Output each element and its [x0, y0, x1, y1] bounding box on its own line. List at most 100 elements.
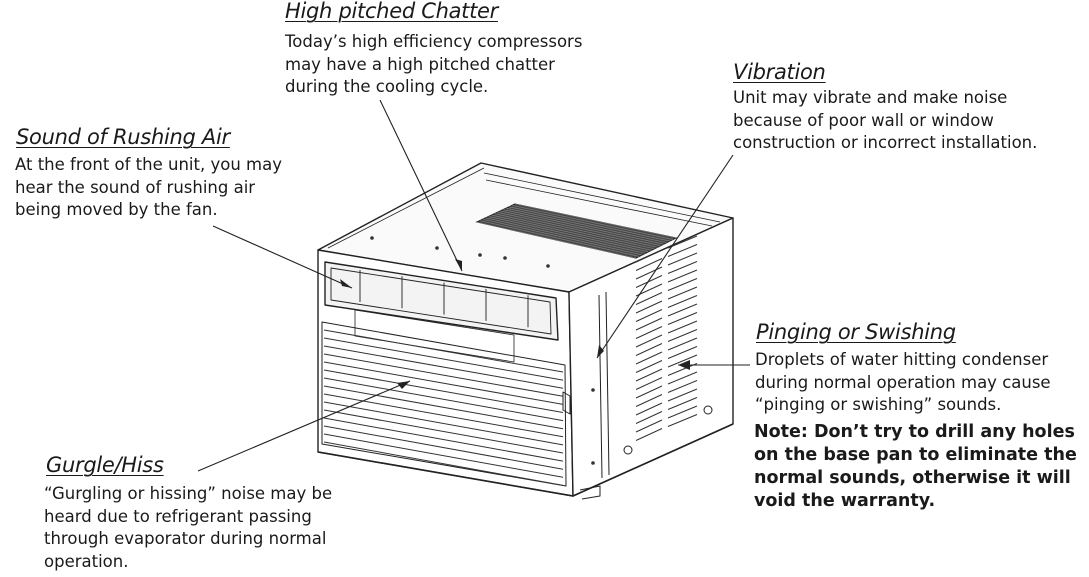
top-vent-slat: [476, 221, 637, 259]
grille-slat: [323, 417, 564, 462]
top-vent-slat: [482, 218, 643, 256]
gurgle-line: through evaporator during normal: [44, 529, 327, 548]
grille-slat: [323, 441, 564, 486]
side-vent-slat: [667, 397, 698, 410]
side-vent-slat: [667, 286, 698, 300]
pinging-title: Pinging or Swishing: [756, 320, 956, 344]
vibration-title: Vibration: [733, 60, 826, 84]
chatter-line: may have a high pitched chatter: [285, 54, 555, 74]
front-vent-frame: [324, 261, 559, 341]
side-vent-slat: [667, 235, 698, 249]
rushing-air-title: Sound of Rushing Air: [16, 125, 230, 149]
gurgle-line: heard due to refrigerant passing: [44, 506, 312, 526]
side-vent-slat: [667, 405, 698, 419]
grille-slat: [323, 361, 564, 405]
pinging-text: Droplets of water hitting condenser duri…: [755, 349, 1051, 417]
side-vent-slat: [635, 394, 663, 407]
gurgle-line: operation.: [44, 551, 129, 571]
grille-slat: [323, 329, 564, 373]
vibration-line: construction or incorrect installation.: [733, 133, 1038, 152]
side-vent-slat: [635, 275, 663, 288]
top-vent-slat: [500, 210, 661, 246]
side-vent-slat: [667, 380, 698, 393]
vibration-line: Unit may vibrate and make noise: [733, 88, 1008, 107]
top-vent-slat: [488, 216, 649, 253]
side-vent-slat: [667, 244, 698, 257]
side-vent-slat: [667, 346, 698, 359]
rushing-air-text: At the front of the unit, you may hear t…: [15, 154, 282, 222]
side-vent-slat: [635, 292, 663, 305]
pinging-line: Droplets of water hitting condenser: [755, 350, 1049, 369]
vibration-leader-line: [596, 154, 734, 359]
side-vent-slat: [635, 258, 663, 271]
pinging-line: during normal operation may cause: [755, 372, 1051, 392]
side-vent-slat: [667, 388, 698, 402]
grille-slat: [323, 401, 564, 446]
chatter-text: Today’s high efficiency compressors may …: [285, 31, 582, 99]
side-vent-slat: [635, 368, 663, 382]
top-vent-slat: [512, 205, 673, 240]
top-vent-slat: [503, 209, 664, 245]
rushing-air-leader-line: [212, 225, 353, 289]
side-vent-slat: [667, 354, 698, 368]
note-line: void the warranty.: [754, 491, 936, 511]
side-vent-slat: [667, 414, 698, 427]
side-vent-slat: [667, 261, 698, 274]
pinging-line: “pinging or swishing” sounds.: [755, 395, 1002, 414]
side-vent-slat: [667, 252, 698, 266]
side-vent-slat: [635, 343, 663, 356]
top-vent-slat: [485, 217, 646, 254]
side-vent-slat: [667, 329, 698, 342]
side-vent-slat: [635, 334, 663, 348]
side-vent-slat: [635, 402, 663, 416]
grille-slat: [323, 433, 564, 478]
top-vent-slat: [514, 203, 677, 239]
side-vent-slat: [667, 303, 698, 317]
warranty-note: Note: Don’t try to drill any holes on th…: [754, 421, 1077, 513]
grille-slat: [323, 353, 564, 397]
side-vent-slat: [635, 360, 663, 373]
side-vent-slat: [667, 337, 698, 351]
side-vent-slat: [635, 428, 663, 441]
chatter-leader-line: [379, 99, 463, 272]
top-vent-slat: [491, 214, 652, 251]
side-vent-slat: [635, 385, 663, 399]
side-vent-slat: [667, 320, 698, 334]
top-vent-slat: [509, 206, 670, 242]
note-line: Note: Don’t try to drill any holes: [754, 422, 1075, 442]
side-vent-slat: [667, 371, 698, 385]
chatter-title: High pitched Chatter: [285, 0, 498, 23]
side-vent-slat: [667, 295, 698, 308]
gurgle-text: “Gurgling or hissing” noise may be heard…: [44, 483, 332, 573]
grille-slat: [323, 409, 564, 454]
top-vent-slat: [497, 212, 658, 248]
grille-slat: [323, 345, 564, 389]
side-vent-slat: [635, 351, 663, 365]
grille-slat: [323, 377, 564, 422]
rushing-air-line: hear the sound of rushing air: [15, 177, 256, 197]
vibration-line: because of poor wall or window: [733, 110, 994, 130]
side-vent-slat: [635, 411, 663, 424]
note-line: on the base pan to eliminate the: [754, 445, 1077, 465]
side-vent-slat: [667, 312, 698, 325]
top-vent-slat: [506, 207, 667, 243]
side-vent-slat: [635, 266, 663, 280]
side-vent-slat: [635, 300, 663, 314]
side-vent-slat: [667, 269, 698, 283]
grille-slat: [323, 385, 564, 430]
gurgle-title: Gurgle/Hiss: [46, 453, 164, 477]
vibration-text: Unit may vibrate and make noise because …: [733, 87, 1037, 155]
gurgle-leader-line: [197, 380, 411, 472]
gurgle-line: “Gurgling or hissing” noise may be: [44, 484, 333, 503]
chatter-line: Today’s high efficiency compressors: [285, 32, 583, 51]
rushing-air-line: At the front of the unit, you may: [15, 155, 282, 174]
grille-slat: [323, 369, 564, 413]
side-vent-slat: [635, 317, 663, 331]
grille-slat: [323, 425, 564, 470]
top-vent-slat: [479, 220, 640, 257]
side-vent-slat: [667, 278, 698, 291]
rushing-air-line: being moved by the fan.: [15, 200, 218, 219]
note-line: normal sounds, otherwise it will: [754, 468, 1071, 488]
side-vent-slat: [635, 377, 663, 390]
